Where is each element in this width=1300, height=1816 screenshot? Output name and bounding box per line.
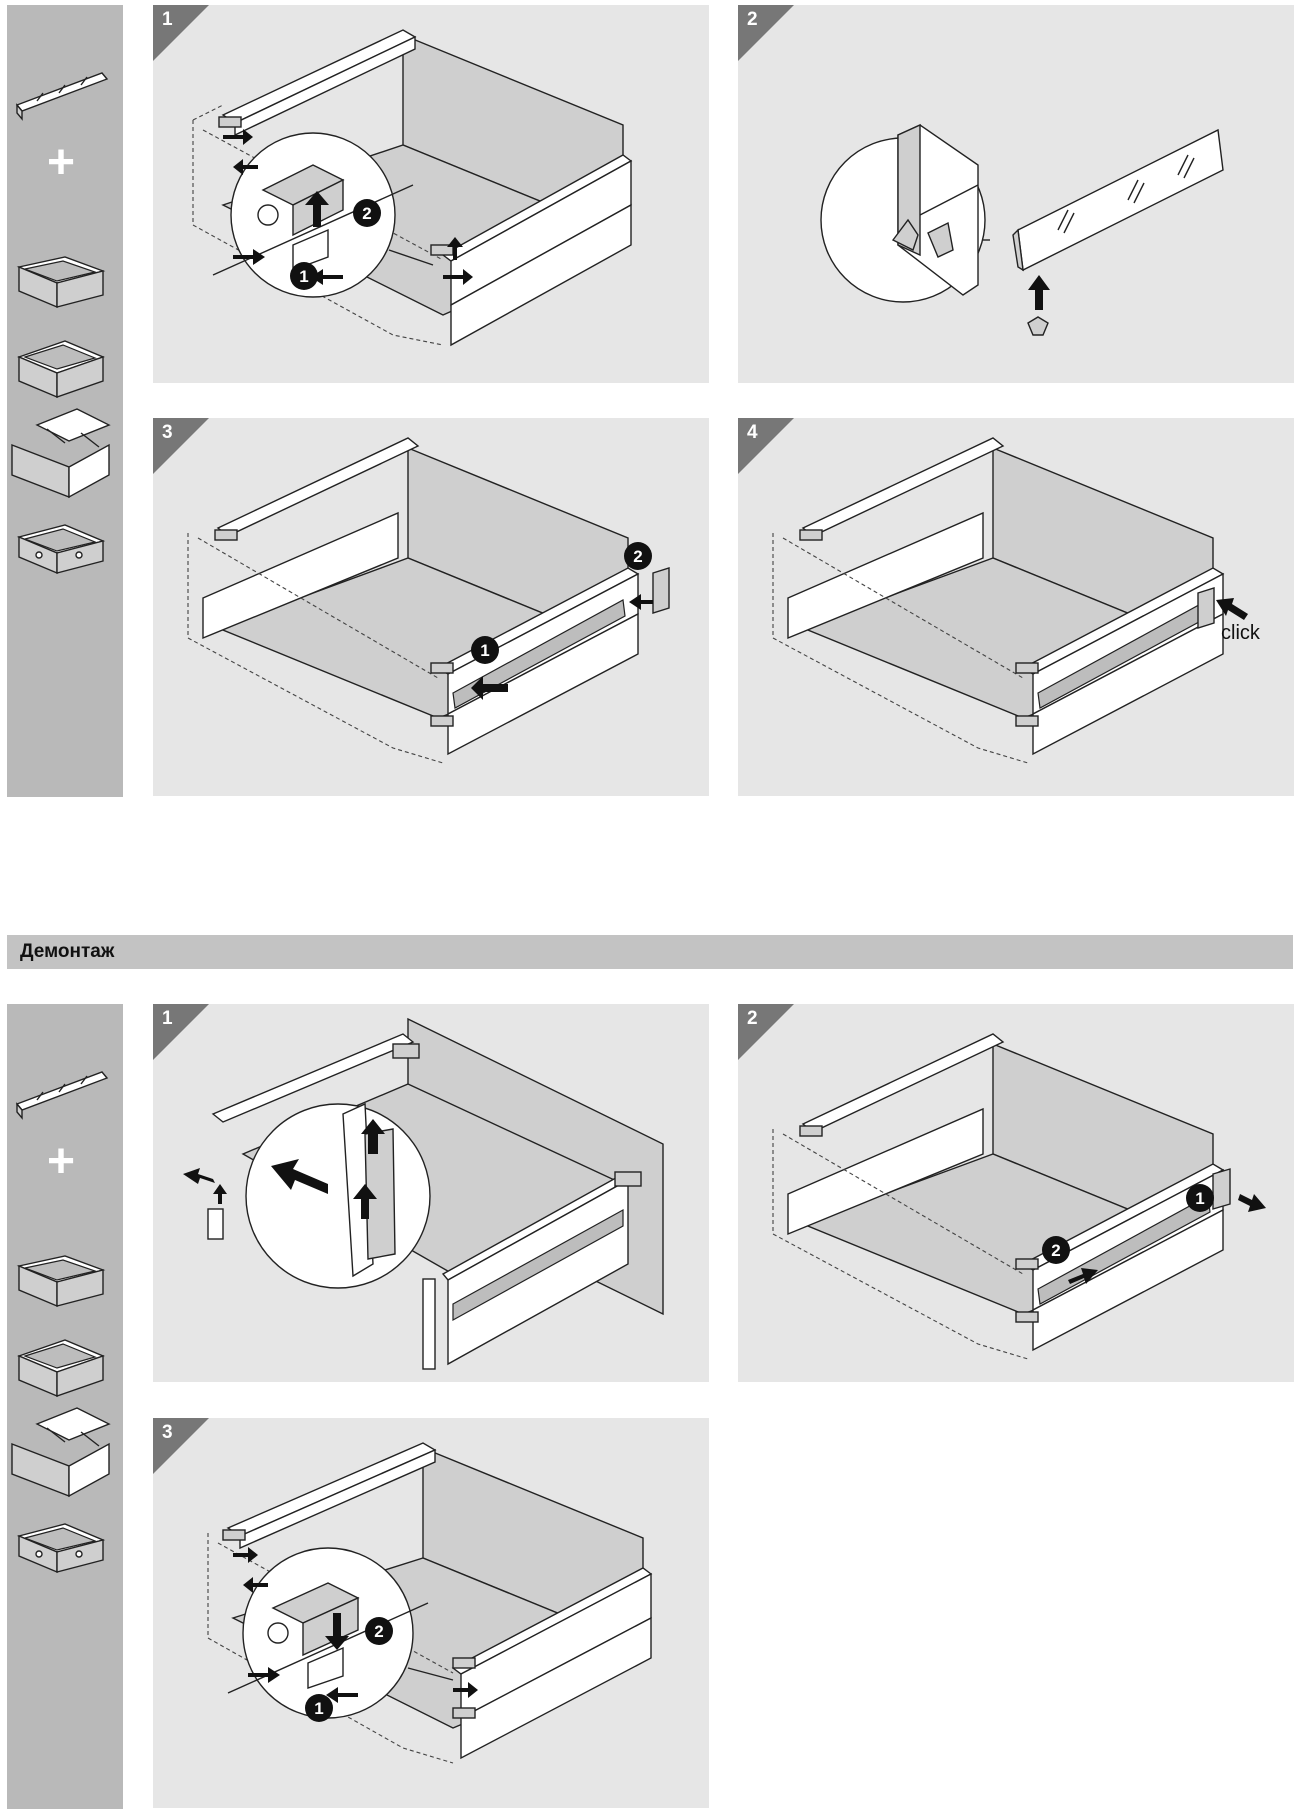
- glass-insert: [452, 1208, 624, 1322]
- front-connector-left: [218, 116, 242, 128]
- drawer-illustration: 1 2: [772, 1033, 1266, 1360]
- click-label: click: [1221, 622, 1260, 644]
- drawer-illustration: [183, 1017, 664, 1370]
- arrow-left-icon: [326, 1687, 358, 1703]
- arrow-up-icon: [305, 191, 329, 227]
- drawer-illustration: 1 2: [187, 437, 670, 764]
- assembly-step-2-panel: 2: [738, 5, 1294, 383]
- callout-2: [624, 542, 652, 570]
- front-profile: [450, 203, 632, 347]
- disassembly-step-1-panel: 1: [153, 1004, 709, 1382]
- drawer-inner-icon: [16, 1523, 106, 1574]
- step-number-badge: 2: [738, 1004, 794, 1060]
- rear-connector: [799, 1125, 823, 1137]
- left-side-rail: [211, 1033, 415, 1123]
- callout-2: [353, 199, 381, 227]
- end-cap: [652, 567, 670, 614]
- disassembly-step-3-panel: 2 1 3: [153, 1418, 709, 1808]
- step-number-badge: 2: [738, 5, 794, 61]
- svg-text:2: 2: [1051, 1241, 1060, 1260]
- plus-sign: +: [47, 1135, 76, 1188]
- drawer-illustration: 2 1: [192, 29, 633, 347]
- callout-1: [1186, 1184, 1214, 1212]
- step-number-badge: 1: [153, 1004, 209, 1060]
- zoom-detail-circle: [245, 1103, 431, 1289]
- svg-text:2: 2: [362, 204, 371, 223]
- disassembly-sidebar: +: [7, 1004, 123, 1809]
- arrow-right-icon: [233, 249, 265, 265]
- callout-1: [305, 1694, 333, 1722]
- assembly-step-3-panel: 1 2 3: [153, 418, 709, 796]
- step-number-badge: 3: [153, 1418, 209, 1474]
- rear-connector: [392, 1043, 420, 1059]
- disassembly-step-2-panel: 1 2 2: [738, 1004, 1294, 1382]
- assembly-sidebar: +: [7, 5, 123, 797]
- clip-detail: [891, 218, 919, 251]
- drawer-inner-icon: [16, 524, 106, 575]
- step-number-badge: 4: [738, 418, 794, 474]
- step-number-badge: 3: [153, 418, 209, 474]
- front-panel: [1017, 128, 1224, 272]
- rear-connector: [222, 1529, 246, 1541]
- callout-1: [471, 636, 499, 664]
- arrow-click-icon: [1216, 598, 1248, 620]
- drawer-tall-front-icon: [11, 1407, 111, 1498]
- gallery-rail-icon: [15, 1071, 109, 1120]
- sidebar-icons: [11, 1071, 111, 1574]
- assembly-step-1-panel: 2 1 1: [153, 5, 709, 383]
- svg-text:2: 2: [374, 1622, 383, 1641]
- svg-text:1: 1: [299, 267, 308, 286]
- plus-sign: +: [47, 136, 76, 189]
- drawer-illustration: 2 1: [207, 1442, 653, 1764]
- drawer-high-icon: [17, 340, 105, 399]
- drawer-icon: [16, 256, 106, 309]
- callout-1: [290, 262, 318, 290]
- assembly-step-4-panel: click 4: [738, 418, 1294, 796]
- drawer-icon: [16, 1255, 106, 1308]
- left-side-rail: [221, 29, 417, 124]
- rear-connector: [214, 529, 238, 541]
- arrow-down-icon: [325, 1613, 349, 1650]
- front-connector: [614, 1171, 642, 1187]
- arrow-left-icon: [311, 269, 343, 285]
- section-title: Демонтаж: [20, 941, 115, 962]
- callout-2: [365, 1617, 393, 1645]
- svg-text:1: 1: [1195, 1189, 1204, 1208]
- rear-connector: [799, 529, 823, 541]
- sidebar-icons: [11, 72, 111, 575]
- arrow-right-icon: [1068, 1268, 1098, 1284]
- svg-text:2: 2: [633, 547, 642, 566]
- drawer-illustration: [772, 437, 1248, 764]
- arrow-right-icon: [248, 1667, 280, 1683]
- svg-text:1: 1: [480, 641, 489, 660]
- front-profile: [1032, 612, 1224, 756]
- arrow-left-icon: [471, 676, 508, 700]
- arrow-up-icon: [1028, 275, 1050, 310]
- glass-insert: [452, 599, 626, 709]
- front-profile: [447, 612, 639, 756]
- section-header-disassembly: Демонтаж: [7, 935, 1293, 969]
- gallery-rail-icon: [15, 72, 109, 121]
- drawer-tall-front-icon: [11, 408, 111, 499]
- end-cap: [1197, 587, 1215, 629]
- front-panel-illustration: [820, 123, 1224, 336]
- front-profile: [460, 1616, 652, 1760]
- drawer-high-icon: [17, 1339, 105, 1398]
- callout-2: [1042, 1236, 1070, 1264]
- front-connector-right: [430, 662, 454, 674]
- step-number-badge: 1: [153, 5, 209, 61]
- arrow-right-icon: [1238, 1194, 1266, 1212]
- arrow-left-icon: [629, 594, 653, 610]
- svg-text:1: 1: [314, 1699, 323, 1718]
- left-side-rail: [226, 1442, 437, 1537]
- arrow-left-icon: [271, 1159, 328, 1194]
- end-cap: [1212, 1168, 1231, 1210]
